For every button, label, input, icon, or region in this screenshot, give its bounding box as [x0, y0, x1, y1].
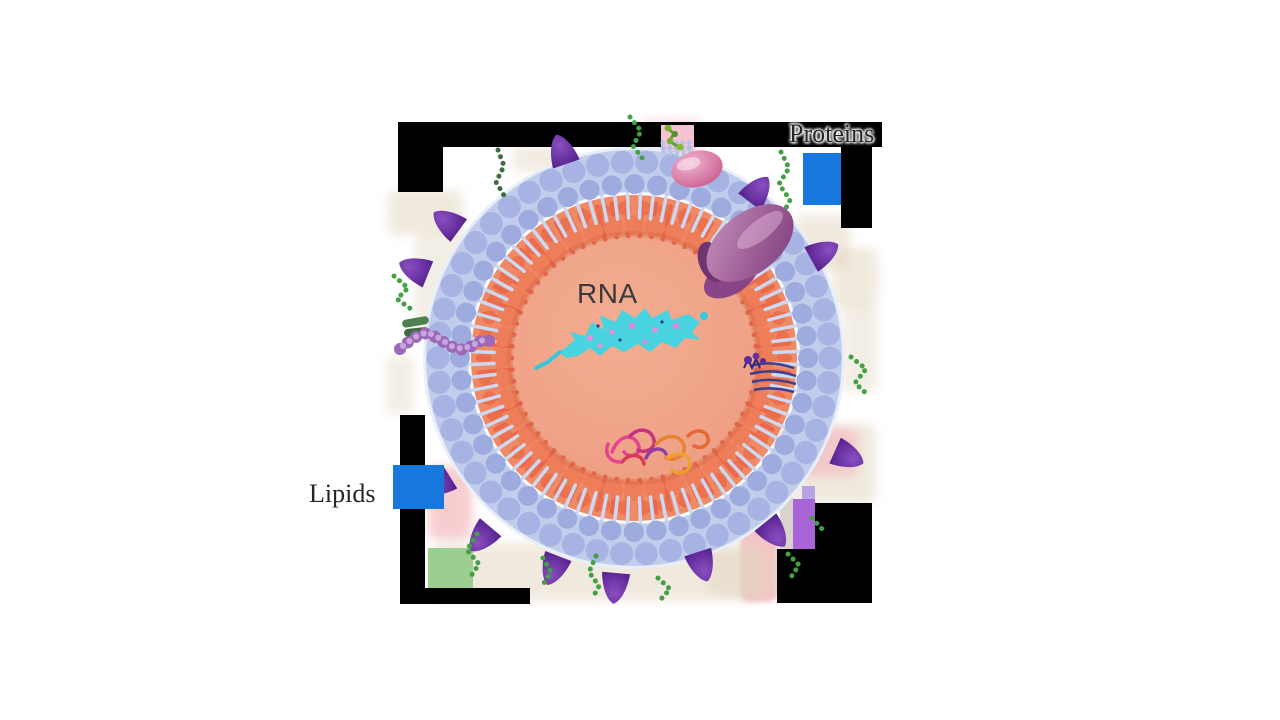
glycoprotein-cone: [459, 518, 502, 560]
peg-chain: [848, 354, 872, 399]
purple-rectangle: [793, 499, 815, 549]
peg-chain: [586, 553, 602, 602]
transmembrane-protein: [697, 204, 794, 299]
glycoprotein-cone: [599, 571, 631, 606]
outer-lipid-heads-row: [426, 150, 842, 566]
halo-patch: [708, 550, 778, 596]
halo-patch: [832, 248, 878, 310]
lipids-label: Lipids: [309, 479, 376, 508]
surface-protein-dome: [671, 150, 723, 188]
peg-chain: [463, 531, 483, 582]
black-block-top-left: [398, 147, 443, 192]
proteins-label: Proteins: [789, 119, 875, 148]
inner-lipid-heads-row2: [477, 201, 791, 515]
proteins-legend-swatch: [803, 153, 841, 205]
green-rod: [402, 316, 429, 328]
halo-patch: [386, 355, 414, 415]
peg-chain: [809, 515, 826, 533]
outer-lipid-heads-row2: [450, 174, 818, 542]
black-block-right-upper: [841, 147, 872, 228]
black-bar-bottom-left: [400, 588, 530, 604]
peg-chain: [785, 551, 803, 580]
proteins-swatch-rect: [803, 153, 841, 205]
rna-molecule: [534, 308, 708, 370]
peg-chain: [627, 114, 646, 162]
peg-chain: [493, 147, 508, 200]
membrane-channel-protein: [743, 352, 797, 394]
peg-chains: [391, 114, 872, 602]
glycoprotein-cone: [425, 201, 468, 242]
inner-lipid-heads-row: [491, 215, 777, 501]
green-rectangle: [428, 548, 473, 588]
membrane-patch: [660, 124, 698, 156]
core-shading: [508, 232, 760, 484]
glycoprotein-cone: [829, 437, 870, 476]
peg-chain: [391, 273, 414, 312]
lipids-swatch-rect: [393, 465, 444, 509]
light-purple-rectangle: [802, 486, 815, 500]
black-block-right-mid: [813, 503, 872, 549]
membrane-bilayer: [423, 147, 845, 569]
embedded-polymer-complex: [394, 316, 500, 357]
peg-chain: [776, 149, 793, 217]
rna-label: RNA: [577, 278, 638, 309]
peg-chain: [539, 555, 554, 589]
peg-chain: [655, 575, 674, 602]
lipids-legend-swatch: [393, 465, 444, 509]
protein-ribbon: [605, 428, 711, 475]
purple-bead-chain-highlight: [400, 328, 490, 353]
